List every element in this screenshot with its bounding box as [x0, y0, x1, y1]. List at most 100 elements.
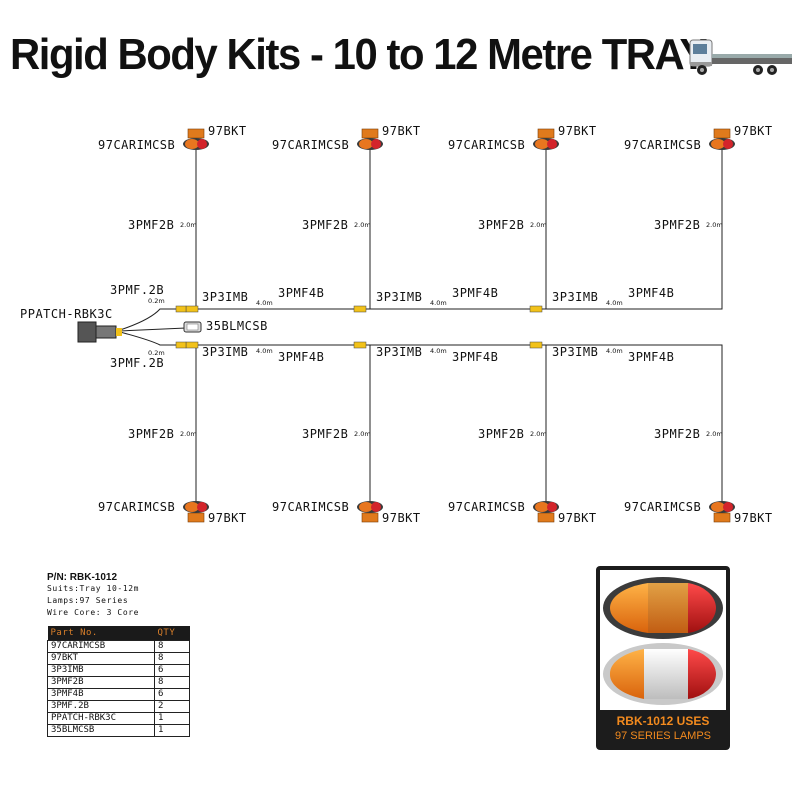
lead-2m-label-bottom: 3PMF2B — [478, 427, 524, 441]
bracket-label-top: 97BKT — [734, 124, 773, 138]
marker-lamp-icon — [533, 501, 559, 523]
page-title: Rigid Body Kits - 10 to 12 Metre TRAY — [10, 30, 707, 79]
tee-connector-icon — [529, 305, 543, 313]
qty-cell: 6 — [154, 664, 190, 677]
lamp-amber-icon — [359, 139, 373, 149]
lead-2m-label-bottom: 3PMF2B — [128, 427, 174, 441]
licence-lamp-icon — [183, 321, 202, 333]
marker-lamp-icon — [357, 128, 383, 150]
lamp-red-icon — [723, 139, 733, 149]
tee-connector-icon — [185, 341, 199, 349]
tee-label-bottom: 3P3IMB — [376, 345, 422, 359]
bracket-label-bottom: 97BKT — [382, 511, 421, 525]
licence-lamp-label: 35BLMCSB — [206, 319, 268, 333]
part-cell: 97BKT — [47, 652, 155, 665]
lead-2m-label-top: 3PMF2B — [302, 218, 348, 232]
spec-block: P/N: RBK-1012 Suits:Tray 10-12m Lamps:97… — [47, 572, 207, 619]
marker-label-top: 97CARIMCSB — [624, 138, 701, 152]
lead-2m-label-bottom: 3PMF2B — [654, 427, 700, 441]
lamp-amber-icon — [711, 502, 725, 512]
marker-label-bottom: 97CARIMCSB — [448, 500, 525, 514]
lead-4m-label-bottom: 3PMF4B — [452, 350, 498, 364]
qty-cell: 8 — [154, 676, 190, 689]
lamp-photo-icon — [600, 570, 726, 710]
part-number: P/N: RBK-1012 — [47, 572, 118, 583]
marker-lamp-icon — [183, 128, 209, 150]
lead-4m-length-bottom: 4.0m — [606, 347, 623, 355]
bracket-icon — [713, 512, 731, 523]
lead-2m-length-bottom: 2.0m — [180, 430, 197, 438]
lead-2m-label-top: 3PMF2B — [128, 218, 174, 232]
lead-4m-label-top: 3PMF4B — [278, 286, 324, 300]
tee-label-bottom: 3P3IMB — [552, 345, 598, 359]
marker-lamp-icon — [709, 128, 735, 150]
marker-label-top: 97CARIMCSB — [98, 138, 175, 152]
marker-label-bottom: 97CARIMCSB — [272, 500, 349, 514]
bracket-icon — [187, 128, 205, 139]
lead-4m-label-top: 3PMF4B — [452, 286, 498, 300]
lamp-red-icon — [547, 502, 557, 512]
part-cell: 3PMF.2B — [47, 700, 155, 713]
lead-4m-length-top: 4.0m — [430, 299, 447, 307]
spec-wire-core: Wire Core: 3 Core — [47, 608, 140, 617]
bottom-trunk-wire — [184, 344, 723, 510]
lamp-red-icon — [723, 502, 733, 512]
tee-connector-icon — [353, 341, 367, 349]
lamp-amber-icon — [359, 502, 373, 512]
lead-4m-length-top: 4.0m — [256, 299, 273, 307]
lead-2m-length-top: 2.0m — [180, 221, 197, 229]
bracket-icon — [537, 128, 555, 139]
bracket-label-bottom: 97BKT — [734, 511, 773, 525]
licence-wire — [119, 327, 187, 332]
bracket-icon — [361, 512, 379, 523]
marker-label-bottom: 97CARIMCSB — [624, 500, 701, 514]
bracket-label-top: 97BKT — [558, 124, 597, 138]
marker-lamp-icon — [709, 501, 735, 523]
promo-line-1: RBK-1012 USES — [616, 714, 710, 728]
tee-label-bottom: 3P3IMB — [202, 345, 248, 359]
qty-cell: 8 — [154, 652, 190, 665]
bracket-label-top: 97BKT — [208, 124, 247, 138]
lead-4m-length-bottom: 4.0m — [430, 347, 447, 355]
lead-4m-length-top: 4.0m — [606, 299, 623, 307]
lead-4m-label-bottom: 3PMF4B — [278, 350, 324, 364]
lamp-amber-icon — [711, 139, 725, 149]
lamp-red-icon — [371, 502, 381, 512]
marker-lamp-icon — [533, 128, 559, 150]
lamp-amber-icon — [535, 502, 549, 512]
marker-label-bottom: 97CARIMCSB — [98, 500, 175, 514]
lead-4m-length-bottom: 4.0m — [256, 347, 273, 355]
bracket-label-bottom: 97BKT — [558, 511, 597, 525]
qty-cell: 1 — [154, 712, 190, 725]
wiring-diagram: PPATCH-RBK3C 35BLMCSB 3PMF.2B 0.2m 3PMF.… — [20, 124, 773, 525]
short-lead-length-bottom: 0.2m — [148, 349, 165, 357]
tee-connector-icon — [185, 305, 199, 313]
lamp-amber-icon — [185, 139, 199, 149]
lead-2m-length-top: 2.0m — [530, 221, 547, 229]
short-lead-label-top: 3PMF.2B — [110, 283, 164, 297]
spec-suits: Suits:Tray 10-12m — [47, 584, 140, 593]
qty-cell: 6 — [154, 688, 190, 701]
patch-wire-top — [119, 308, 184, 331]
table-header-qty: QTY — [154, 626, 190, 641]
lamp-red-icon — [547, 139, 557, 149]
bracket-icon — [361, 128, 379, 139]
qty-cell: 1 — [154, 724, 190, 737]
patch-wire-bottom — [119, 331, 184, 346]
table-header-part: Part No. — [47, 626, 155, 641]
marker-lamp-icon — [357, 501, 383, 523]
lead-2m-length-bottom: 2.0m — [530, 430, 547, 438]
marker-lamp-icon — [183, 501, 209, 523]
lead-2m-length-bottom: 2.0m — [354, 430, 371, 438]
lead-2m-length-top: 2.0m — [706, 221, 723, 229]
lamp-red-icon — [371, 139, 381, 149]
marker-label-top: 97CARIMCSB — [272, 138, 349, 152]
